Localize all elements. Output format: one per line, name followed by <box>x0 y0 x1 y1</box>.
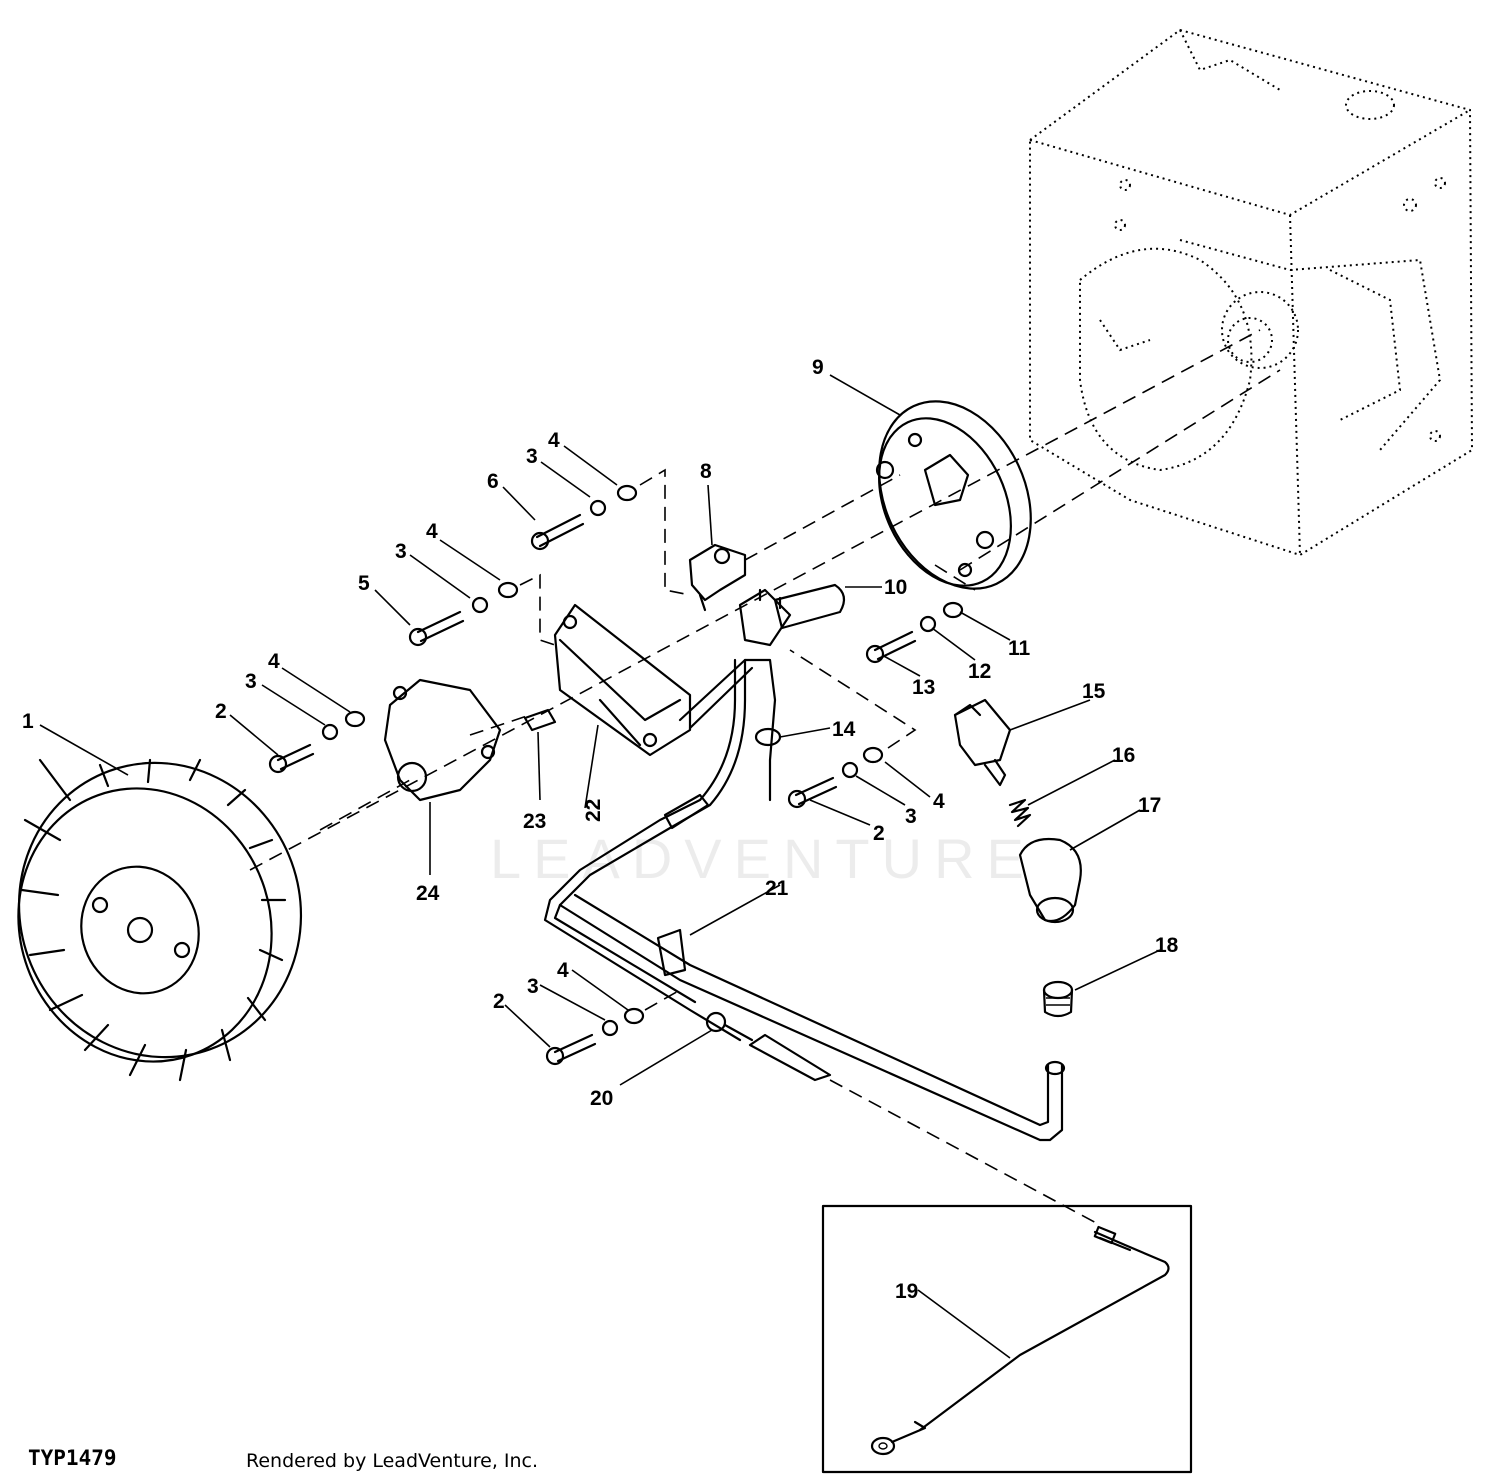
bracket-axis <box>744 474 901 561</box>
callout-labels: 1 2 3 4 2 3 4 5 3 4 6 3 4 8 9 10 11 12 1… <box>22 356 1179 1303</box>
shroud-axis <box>319 779 411 831</box>
ignition-module <box>553 603 692 757</box>
callout-2: 2 <box>493 990 505 1013</box>
key <box>523 708 557 732</box>
flywheel <box>17 758 303 1082</box>
figure-code: TYP1479 <box>28 1446 117 1470</box>
leader-lines <box>39 374 1161 1359</box>
terminal-lead <box>705 1011 832 1082</box>
callout-20: 20 <box>590 1087 613 1110</box>
callout-4: 4 <box>268 650 280 673</box>
spark-plug-boot <box>1018 837 1082 924</box>
spring <box>1008 798 1032 828</box>
shroud-to-key-axis <box>469 714 531 736</box>
callout-10: 10 <box>884 576 907 599</box>
callout-11: 11 <box>1008 637 1031 660</box>
callout-3: 3 <box>395 540 407 563</box>
callout-17: 17 <box>1138 794 1161 817</box>
capacitor <box>738 583 846 647</box>
callout-16: 16 <box>1112 744 1135 767</box>
callout-13: 13 <box>912 676 935 699</box>
watermark-text: LEADVENTURE <box>490 827 1036 890</box>
callout-14: 14 <box>832 718 856 741</box>
callout-4: 4 <box>557 959 569 982</box>
wire-harness <box>543 658 1066 1142</box>
engine-block <box>1029 28 1474 557</box>
inset-box <box>821 1204 1193 1474</box>
callout-12: 12 <box>968 660 991 683</box>
render-credit: Rendered by LeadVenture, Inc. <box>246 1450 539 1472</box>
mount-axis <box>959 369 1281 571</box>
callout-3: 3 <box>526 445 538 468</box>
lead-axis <box>829 1079 1101 1226</box>
crankshaft-axis <box>249 329 1261 871</box>
callout-9: 9 <box>812 356 824 379</box>
callout-5: 5 <box>358 572 370 595</box>
grommet <box>1042 980 1074 1018</box>
callout-2: 2 <box>215 700 227 723</box>
callout-24: 24 <box>416 882 440 905</box>
spark-plug <box>953 698 1012 787</box>
callout-2: 2 <box>873 822 885 845</box>
backplate <box>875 400 1032 590</box>
callout-4: 4 <box>933 790 945 813</box>
callout-3: 3 <box>245 670 257 693</box>
callout-18: 18 <box>1155 934 1179 957</box>
callout-15: 15 <box>1082 680 1106 703</box>
callout-6: 6 <box>487 470 499 493</box>
fasteners <box>268 468 976 1066</box>
callout-19: 19 <box>895 1280 918 1303</box>
callout-4: 4 <box>426 520 438 543</box>
callout-3: 3 <box>527 975 539 998</box>
callout-21: 21 <box>765 877 789 900</box>
callout-8: 8 <box>700 460 712 483</box>
callout-3: 3 <box>905 805 917 828</box>
callout-4: 4 <box>548 429 560 452</box>
callout-1: 1 <box>22 710 34 733</box>
bracket <box>688 543 747 612</box>
callout-22: 22 <box>582 799 605 822</box>
shroud <box>383 678 502 802</box>
callout-23: 23 <box>523 810 546 833</box>
